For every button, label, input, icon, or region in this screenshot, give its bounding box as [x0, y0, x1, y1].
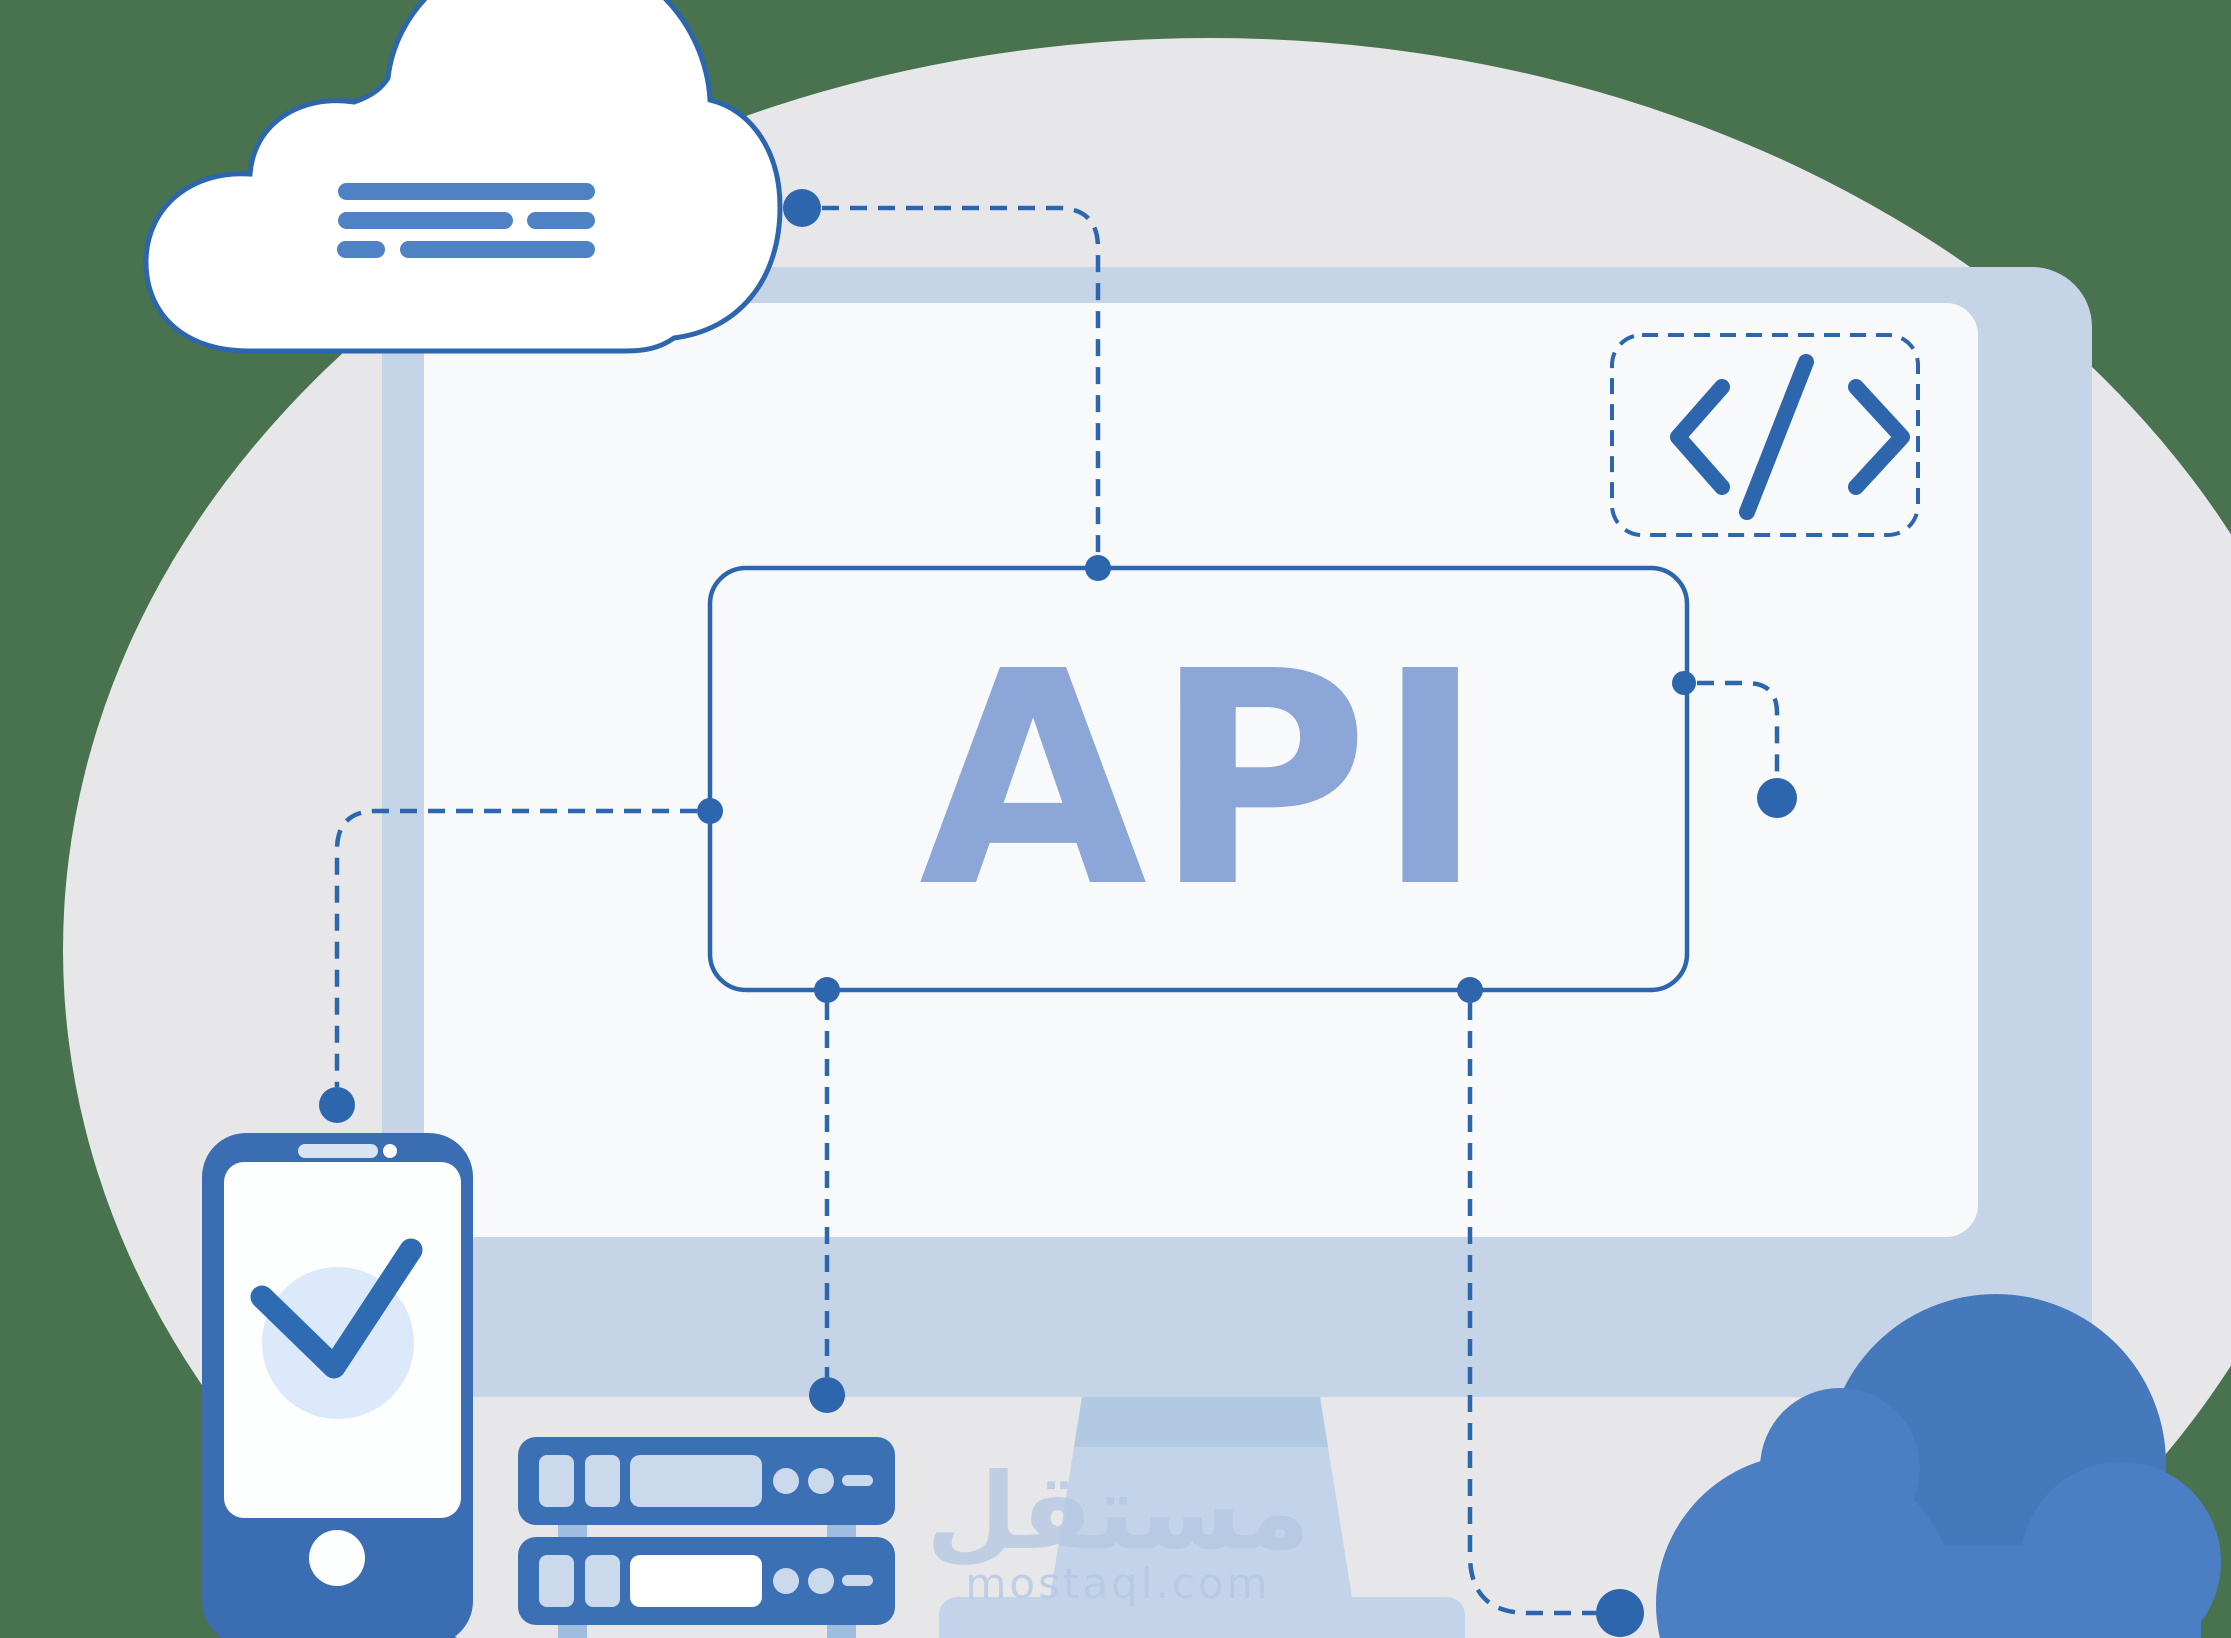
connector-api-to-cloud — [1467, 1003, 1596, 1616]
server-rack-icon — [518, 1437, 895, 1638]
phone-home-button — [309, 1530, 365, 1586]
watermark-arabic: مستقل — [926, 1451, 1310, 1573]
cloud-outline — [143, 0, 783, 354]
watermark: مستقل mostaql.com — [926, 1451, 1310, 1608]
code-left-bracket — [1670, 379, 1730, 495]
server-dash — [842, 1475, 873, 1486]
server-slot — [539, 1455, 574, 1507]
api-label: API — [919, 608, 1491, 952]
api-box: API — [707, 565, 1690, 993]
connector-cloud-to-api — [822, 205, 1101, 556]
server-slot — [585, 1455, 620, 1507]
server-led — [808, 1568, 834, 1594]
server-panel — [630, 1455, 762, 1507]
connector-dot — [1596, 1589, 1644, 1637]
connector-dot — [1457, 977, 1483, 1003]
monitor-stand — [939, 1397, 1465, 1638]
text-line — [400, 241, 595, 258]
connector-dots — [319, 189, 1797, 1637]
connector-dot — [697, 798, 723, 824]
server-leg — [827, 1520, 856, 1542]
server-led — [773, 1468, 799, 1494]
connector-dot — [814, 977, 840, 1003]
connector-api-right — [1697, 680, 1780, 778]
monitor-screen — [424, 303, 1978, 1237]
api-box-frame — [707, 565, 1690, 993]
code-slash — [1739, 354, 1814, 520]
stand-base — [939, 1597, 1465, 1638]
connector-dot — [1085, 555, 1111, 581]
server-slot — [585, 1555, 620, 1607]
cloud-document-icon — [143, 0, 783, 354]
server-dash — [842, 1575, 873, 1586]
server-led — [773, 1568, 799, 1594]
server-unit-top — [518, 1437, 895, 1525]
code-icon — [1610, 333, 1920, 537]
phone-speaker — [298, 1144, 378, 1158]
text-line — [527, 212, 595, 229]
server-panel — [630, 1555, 762, 1607]
cloud-text-lines — [337, 183, 595, 258]
connector-dot — [809, 1377, 845, 1413]
server-unit-bottom — [518, 1537, 895, 1625]
check-icon — [250, 1238, 423, 1379]
text-line — [337, 241, 385, 258]
connector-dot — [319, 1087, 355, 1123]
server-leg — [558, 1520, 587, 1542]
code-right-bracket — [1848, 379, 1910, 495]
server-slot — [539, 1555, 574, 1607]
watermark-latin: mostaql.com — [965, 1559, 1270, 1608]
phone-camera — [383, 1144, 397, 1158]
connector-dot — [1757, 778, 1797, 818]
code-icon-frame — [1610, 333, 1920, 537]
connectors — [334, 205, 1780, 1616]
connector-dot — [783, 189, 821, 227]
text-line — [338, 183, 595, 200]
cloud-icon — [1656, 1294, 2221, 1638]
connector-dot — [1672, 671, 1696, 695]
cloud-body — [1830, 1600, 2160, 1638]
stand-neck-shadow — [1074, 1397, 1328, 1447]
text-line — [338, 212, 513, 229]
server-led — [808, 1468, 834, 1494]
monitor — [382, 267, 2092, 1638]
connector-api-to-phone — [334, 808, 697, 1087]
smartphone-icon — [202, 1133, 473, 1638]
